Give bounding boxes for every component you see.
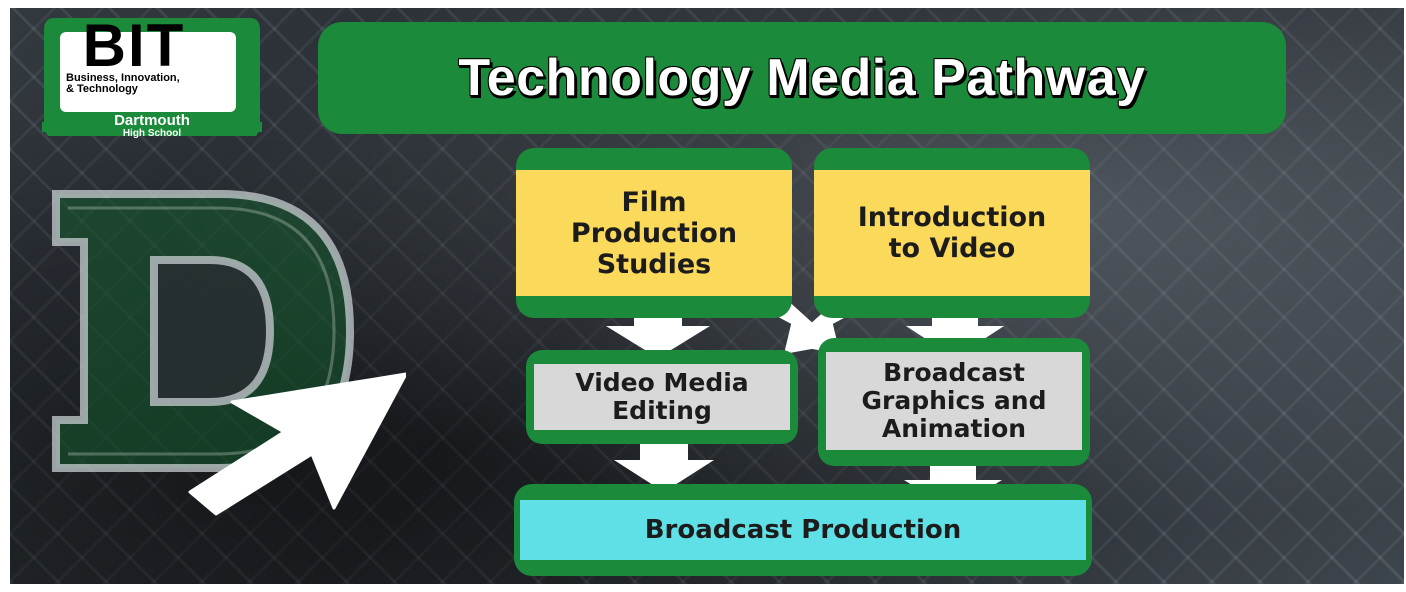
logo-subtitle-line2: & Technology — [66, 83, 138, 95]
node-frame — [526, 350, 798, 444]
node-label: Introduction to Video — [857, 202, 1047, 264]
title-banner-shape — [318, 22, 1286, 134]
node-broadcast-production: Broadcast Production — [514, 484, 1092, 576]
arrow-editing-to-production — [614, 436, 714, 492]
title-banner: Technology Media Pathway — [318, 22, 1286, 134]
arrow-graphics-to-production — [904, 456, 1002, 510]
node-frame — [514, 484, 1092, 576]
logo-school-sub: High School — [122, 128, 182, 139]
node-label: Broadcast Graphics and Animation — [861, 358, 1047, 443]
node-introduction-to-video: Introduction to Video — [814, 148, 1090, 318]
node-label: Film Production Studies — [570, 186, 738, 280]
node-frame — [818, 338, 1090, 466]
logo-abbr: BIT — [82, 12, 186, 79]
logo-school: Dartmouth — [114, 112, 190, 129]
node-film-production-studies: Film Production Studies — [516, 148, 792, 318]
logo-badge — [60, 32, 236, 112]
pathway-graphic: BIT Business, Innovation, & Technology D… — [10, 8, 1404, 584]
arrow-film-to-editing — [606, 300, 710, 358]
node-broadcast-graphics-animation: Broadcast Graphics and Animation — [818, 338, 1090, 466]
node-label: Broadcast Production — [644, 515, 962, 545]
node-frame — [516, 148, 792, 318]
bit-logo: BIT Business, Innovation, & Technology D… — [42, 12, 262, 144]
arrow-intro-to-graphics — [906, 300, 1004, 358]
cursor-arrow-icon — [188, 372, 406, 516]
node-video-media-editing: Video Media Editing — [526, 350, 798, 444]
node-label: Video Media Editing — [575, 368, 749, 425]
page-title: Technology Media Pathway — [458, 49, 1146, 107]
node-frame — [814, 148, 1090, 318]
logo-subtitle-line1: Business, Innovation, — [66, 72, 180, 84]
